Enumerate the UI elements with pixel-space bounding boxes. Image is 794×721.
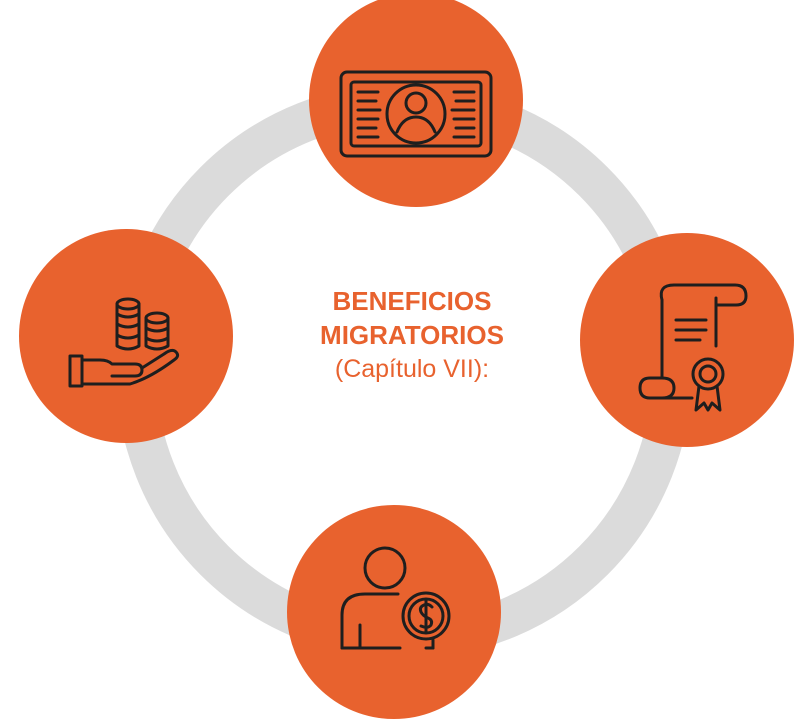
- id-card-icon: [339, 70, 493, 158]
- title-line-1: BENEFICIOS: [332, 286, 492, 316]
- certificate-scroll-icon: [638, 283, 748, 412]
- subtitle: (Capítulo VII):: [334, 355, 490, 383]
- title-line-2: MIGRATORIOS: [320, 320, 504, 350]
- node-bottom: [287, 505, 501, 719]
- node-left: [19, 229, 233, 443]
- person-dollar-icon: [340, 546, 451, 650]
- node-top: [309, 0, 523, 207]
- center-label: BENEFICIOS MIGRATORIOS (Capítulo VII):: [262, 284, 562, 386]
- coins-hand-icon: [68, 297, 180, 388]
- node-right: [580, 233, 794, 447]
